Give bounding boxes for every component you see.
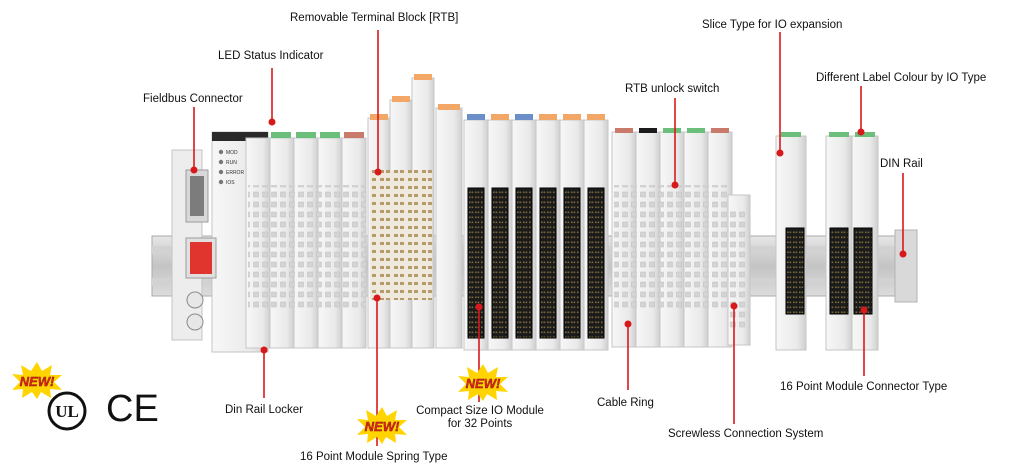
label-compact-line2: for 32 Points (447, 418, 513, 430)
pointer-cable-ring-dot (624, 320, 632, 328)
ul-certification-mark: UL (47, 391, 87, 431)
label-cable-ring: Cable Ring (597, 397, 654, 409)
label-fieldbus-connector: Fieldbus Connector (143, 93, 243, 105)
label-compact-io-module: Compact Size IO Module for 32 Points (410, 405, 550, 431)
label-spring-type: 16 Point Module Spring Type (300, 451, 448, 463)
pointer-led-dot (268, 118, 276, 126)
label-connector-type: 16 Point Module Connector Type (780, 381, 948, 393)
pointer-rtb-unlock-dot (671, 181, 679, 189)
label-removable-terminal-block: Removable Terminal Block [RTB] (290, 12, 459, 24)
fieldbus-coupler (171, 131, 269, 353)
label-led-status-indicator: LED Status Indicator (218, 50, 324, 62)
label-din-rail: DIN Rail (880, 158, 923, 170)
pointer-rtb-dot (374, 168, 382, 176)
new-badge: NEW! (458, 364, 508, 401)
coupler-led-label: ERROR (226, 170, 244, 176)
left-io-modules (245, 132, 367, 349)
new-badge-text: NEW! (20, 374, 55, 389)
pointer-spring-type-dot (373, 294, 381, 302)
label-screwless-connection: Screwless Connection System (668, 428, 824, 440)
label-compact-line1: Compact Size IO Module (416, 405, 544, 417)
callout-pointers (190, 30, 907, 446)
coupler-led-label: MOD (226, 150, 238, 156)
ce-certification-mark: CE (106, 388, 159, 428)
pointer-din-locker-dot (260, 346, 268, 354)
right-io-modules (611, 128, 751, 348)
pointer-screwless-dot (730, 302, 738, 310)
new-badge: NEW! (357, 407, 407, 444)
label-din-rail-locker: Din Rail Locker (225, 404, 303, 416)
slice-expansion-modules (775, 132, 879, 351)
compact-32-point-modules (463, 114, 609, 351)
spring-rtb-modules (367, 74, 463, 349)
label-slice-type: Slice Type for IO expansion (702, 19, 843, 31)
pointer-fieldbus-dot (190, 166, 198, 174)
coupler-led-label: RUN (226, 160, 237, 166)
pointer-slice-dot (776, 149, 784, 157)
pointer-connector-type-dot (860, 306, 868, 314)
pointer-label-colour-dot (857, 128, 865, 136)
new-badge-text: NEW! (466, 376, 501, 391)
coupler-led-label: IOS (226, 180, 235, 186)
pointer-din-rail-dot (899, 250, 907, 258)
pointer-compact-dot (475, 303, 483, 311)
label-rtb-unlock-switch: RTB unlock switch (625, 83, 720, 95)
ul-mark-text: UL (55, 402, 79, 421)
new-badge: NEW! (12, 362, 62, 399)
new-badge-text: NEW! (365, 419, 400, 434)
ce-mark-text: CE (106, 388, 159, 428)
label-different-label-colour: Different Label Colour by IO Type (816, 72, 987, 84)
